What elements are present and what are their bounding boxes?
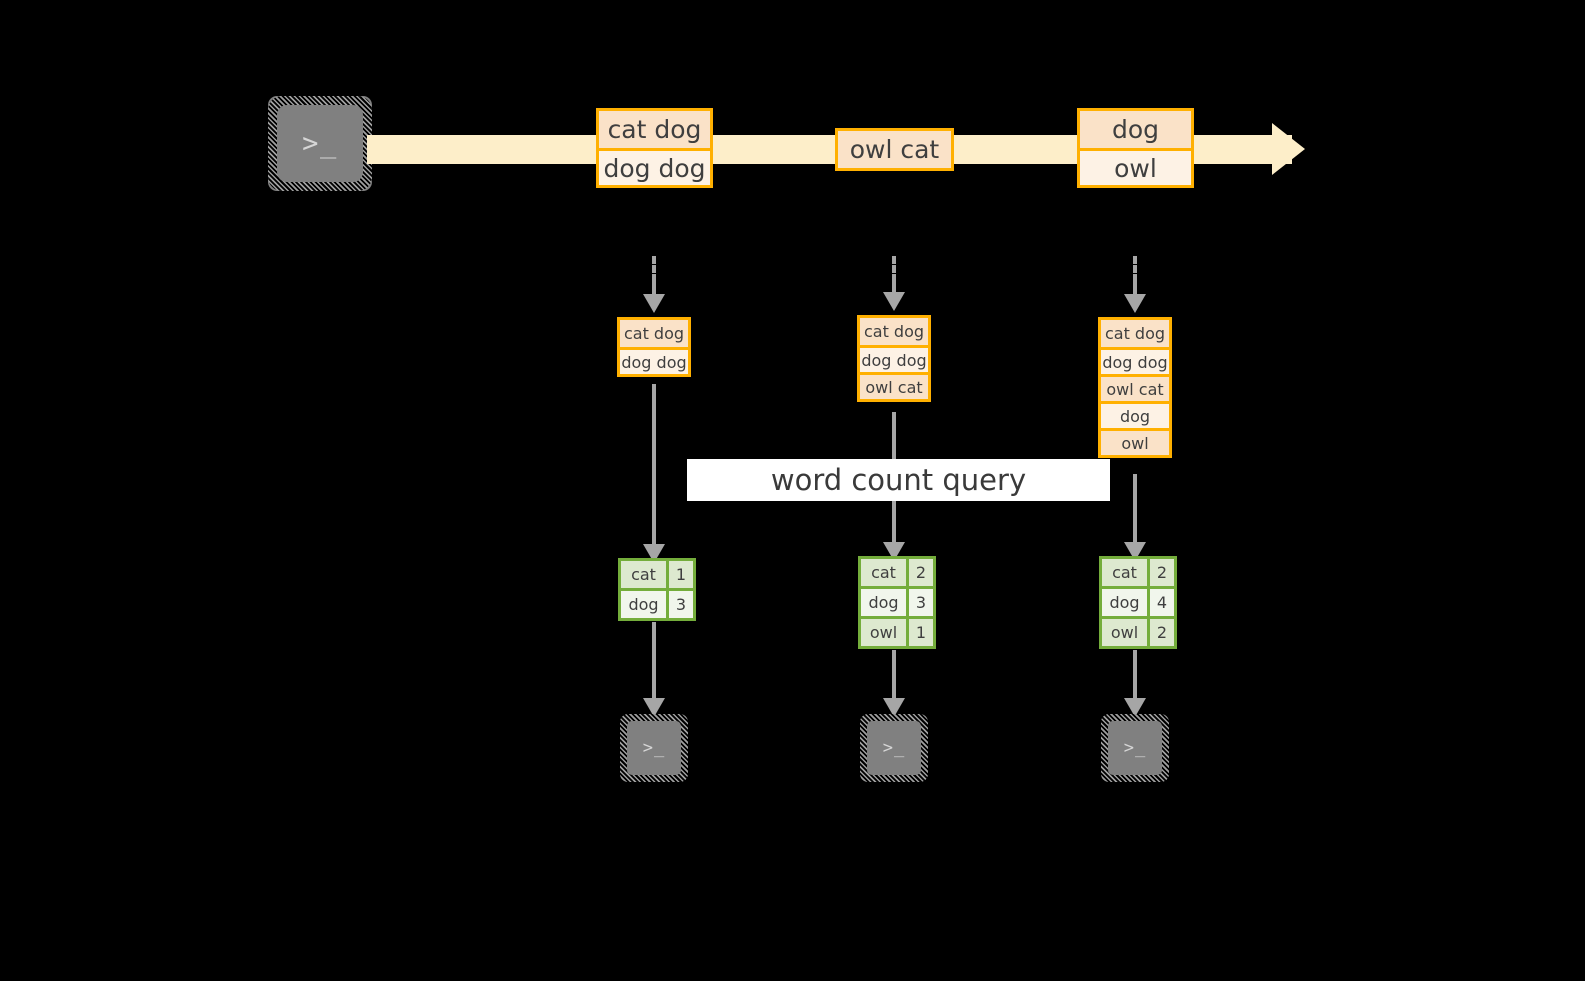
result-value: 1 [666,561,693,588]
terminal-inner-surface [627,721,681,775]
buffer-cell: dog dog [620,347,688,374]
snapshot-1-sink-arrow-head [643,698,665,717]
snapshot-2-result-table: cat 2 dog 3 owl 1 [858,556,936,649]
result-row: cat 2 [1102,559,1174,586]
buffer-cell: cat dog [1101,320,1169,347]
snapshot-2-trigger-arrow-head [883,292,905,311]
result-value: 4 [1147,589,1174,616]
buffer-cell: cat dog [620,320,688,347]
snapshot-1-buffer: cat dog dog dog [617,317,691,377]
terminal-inner-surface [867,721,921,775]
snapshot-1-result-table: cat 1 dog 3 [618,558,696,621]
snapshot-3-buffer: cat dog dog dog owl cat dog owl [1098,317,1172,458]
snapshot-1-sink-line [652,622,656,700]
snapshot-3-sink-arrow-head [1124,698,1146,717]
terminal-inner-surface [1108,721,1162,775]
buffer-cell: dog [1101,401,1169,428]
buffer-cell: dog dog [860,345,928,372]
result-key: owl [861,619,906,646]
result-key: cat [861,559,906,586]
result-key: dog [1102,589,1147,616]
snapshot-2-trigger-line [892,256,896,282]
result-key: dog [861,589,906,616]
snapshot-1-query-line [652,384,656,546]
stream-source-terminal-icon: >_ [268,96,372,191]
snapshot-3-result-table: cat 2 dog 4 owl 2 [1099,556,1177,649]
snapshot-3-trigger-line [1133,256,1137,282]
buffer-cell: cat dog [860,318,928,345]
stream-event-cell: owl [1080,148,1191,185]
buffer-cell: dog dog [1101,347,1169,374]
snapshot-1-trigger-line-solid [652,282,656,296]
snapshot-2-sink-line [892,650,896,700]
snapshot-3-query-line [1133,474,1137,544]
snapshot-2-trigger-line-solid [892,282,896,294]
result-value: 2 [1147,619,1174,646]
result-key: cat [621,561,666,588]
result-value: 3 [906,589,933,616]
snapshot-1-sink-terminal-icon: >_ [620,714,688,782]
result-key: dog [621,591,666,618]
snapshot-3-trigger-arrow-head [1124,294,1146,313]
snapshot-2-sink-arrow-head [883,698,905,717]
result-row: cat 2 [861,559,933,586]
stream-event-cell: dog dog [599,148,710,185]
snapshot-1-trigger-arrow-head [643,294,665,313]
result-row: dog 3 [621,588,693,618]
snapshot-3-sink-terminal-icon: >_ [1101,714,1169,782]
snapshot-2-buffer: cat dog dog dog owl cat [857,315,931,402]
result-value: 3 [666,591,693,618]
buffer-cell: owl [1101,428,1169,455]
stream-event-cell: owl cat [838,131,951,168]
snapshot-3-sink-line [1133,650,1137,700]
result-key: owl [1102,619,1147,646]
word-count-query-label: word count query [687,459,1110,501]
buffer-cell: owl cat [1101,374,1169,401]
stream-event-group-2: owl cat [835,128,954,171]
result-value: 2 [906,559,933,586]
result-value: 1 [906,619,933,646]
terminal-inner-surface [277,105,363,182]
stream-event-group-3: dog owl [1077,108,1194,188]
snapshot-1-trigger-line [652,256,656,282]
result-row: owl 1 [861,616,933,646]
stream-event-cell: dog [1080,111,1191,148]
result-row: dog 3 [861,586,933,616]
result-row: cat 1 [621,561,693,588]
snapshot-2-sink-terminal-icon: >_ [860,714,928,782]
result-value: 2 [1147,559,1174,586]
result-row: owl 2 [1102,616,1174,646]
stream-event-cell: cat dog [599,111,710,148]
result-row: dog 4 [1102,586,1174,616]
snapshot-3-trigger-line-solid [1133,282,1137,296]
stream-event-group-1: cat dog dog dog [596,108,713,188]
stream-arrow-head [1272,123,1305,175]
result-key: cat [1102,559,1147,586]
buffer-cell: owl cat [860,372,928,399]
